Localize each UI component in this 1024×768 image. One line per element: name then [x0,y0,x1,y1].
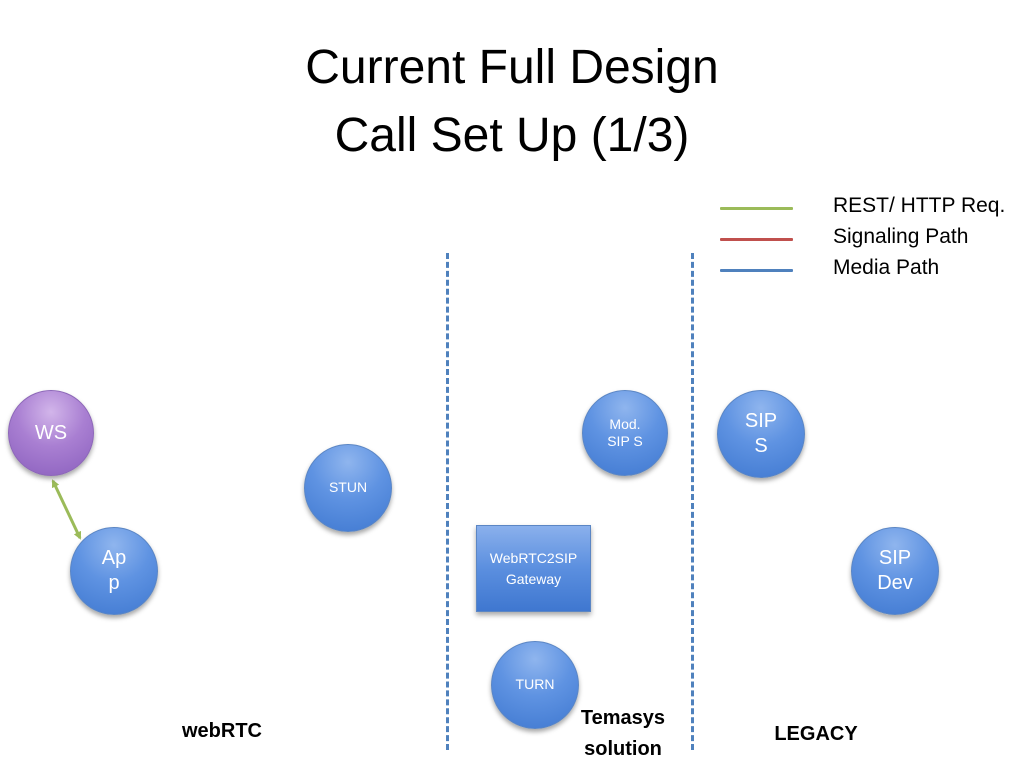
ws-node[interactable]: WS [8,390,94,476]
legend-label-signaling: Signaling Path [833,225,969,248]
mod-sip-server-label-line-2: SIP S [607,433,643,449]
mod-sip-server-node[interactable]: Mod. SIP S [582,390,668,476]
section-label-temasys: Temasys solution [560,703,686,765]
section-label-temasys-line-1: Temasys [580,707,666,729]
sip-device-node-label: SIP Dev [877,546,913,596]
section-label-temasys-line-2: solution [584,738,662,760]
slide-title-line-1: Current Full Design [305,41,719,94]
gateway-label-line-2: Gateway [505,570,562,587]
sip-device-label-line-2: Dev [877,572,913,594]
stun-node-label: STUN [328,479,368,496]
legend-line-rest [720,207,793,210]
sip-server-label-line-1: SIP [744,410,778,432]
sip-server-node-label: SIP S [745,409,777,459]
sip-server-label-line-2: S [754,435,768,457]
ws-node-label: WS [34,421,68,444]
gateway-label-line-1: WebRTC2SIP [489,550,578,567]
section-label-legacy: LEGACY [774,723,858,745]
slide-title-line-2: Call Set Up (1/3) [334,109,690,162]
turn-node[interactable]: TURN [491,641,579,729]
webrtc2sip-gateway-label: WebRTC2SIP Gateway [490,548,577,589]
legend-label-rest: REST/ HTTP Req. [833,194,1006,217]
legend-line-media [720,269,793,272]
divider-webrtc-temasys [446,253,449,750]
divider-temasys-legacy [691,253,694,750]
sip-device-label-line-1: SIP [878,547,912,569]
app-node[interactable]: Ap p [70,527,158,615]
turn-node-label: TURN [515,676,555,693]
legend-line-signaling [720,238,793,241]
rest-arrow-ws-app [51,479,82,540]
webrtc2sip-gateway-box[interactable]: WebRTC2SIP Gateway [476,525,591,612]
slide-title: Current Full Design Call Set Up (1/3) [0,34,1024,170]
app-node-label-line-1: Ap [101,547,127,569]
app-node-label-line-2: p [108,572,120,594]
sip-server-node[interactable]: SIP S [717,390,805,478]
section-label-webrtc: webRTC [182,720,262,742]
mod-sip-server-node-label: Mod. SIP S [607,416,643,451]
app-node-label: Ap p [102,546,126,596]
stun-node[interactable]: STUN [304,444,392,532]
sip-device-node[interactable]: SIP Dev [851,527,939,615]
mod-sip-server-label-line-1: Mod. [609,415,641,432]
legend-label-media: Media Path [833,256,940,279]
